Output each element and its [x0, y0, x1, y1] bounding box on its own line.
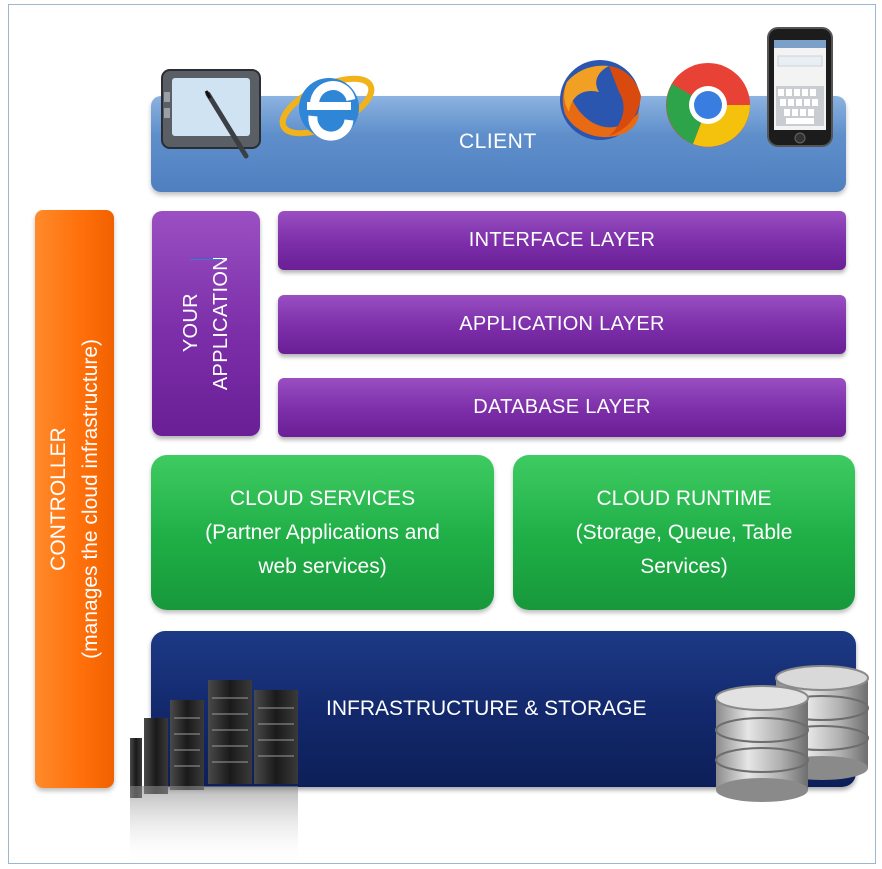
- interface-layer-label: INTERFACE LAYER: [468, 229, 656, 251]
- controller-box: CONTROLLER (manages the cloud infrastruct…: [35, 210, 114, 788]
- client-label: CLIENT: [459, 130, 537, 153]
- decorative-line: [190, 259, 222, 260]
- controller-subtitle: (manages the cloud infrastructure): [78, 339, 102, 659]
- database-layer-label: DATABASE LAYER: [473, 396, 651, 418]
- controller-title: CONTROLLER: [46, 427, 70, 571]
- database-layer-box: DATABASE LAYER: [278, 378, 846, 437]
- infrastructure-storage-label: INFRASTRUCTURE & STORAGE: [326, 697, 647, 720]
- cloud-services-box: CLOUD SERVICES (Partner Applications and…: [151, 455, 494, 610]
- cloud-services-desc-1: (Partner Applications and: [205, 520, 440, 544]
- cloud-runtime-desc-2: Services): [640, 554, 728, 578]
- internet-explorer-icon: [279, 75, 375, 141]
- database-icon: [715, 665, 869, 802]
- interface-layer-box: INTERFACE LAYER: [278, 211, 846, 270]
- controller-label: CONTROLLER (manages the cloud infrastruct…: [43, 339, 107, 659]
- tablet-pen-icon: [161, 69, 261, 159]
- server-rack-icon: [130, 680, 298, 866]
- your-application-line1: YOUR: [180, 294, 202, 353]
- firefox-icon: [560, 60, 641, 140]
- application-layer-label: APPLICATION LAYER: [459, 313, 665, 335]
- your-application-line2: APPLICATION: [210, 256, 232, 391]
- your-application-label: YOUR APPLICATION: [176, 256, 236, 390]
- cloud-runtime-box: CLOUD RUNTIME (Storage, Queue, Table Ser…: [513, 455, 855, 610]
- cloud-services-desc-2: web services): [258, 554, 387, 578]
- cloud-runtime-desc-1: (Storage, Queue, Table: [575, 520, 793, 544]
- chrome-icon: [666, 63, 750, 147]
- your-application-box: YOUR APPLICATION: [152, 211, 260, 436]
- cloud-services-title: CLOUD SERVICES: [229, 486, 416, 510]
- cloud-runtime-title: CLOUD RUNTIME: [596, 486, 772, 510]
- smartphone-icon: [767, 27, 833, 147]
- application-layer-box: APPLICATION LAYER: [278, 295, 846, 354]
